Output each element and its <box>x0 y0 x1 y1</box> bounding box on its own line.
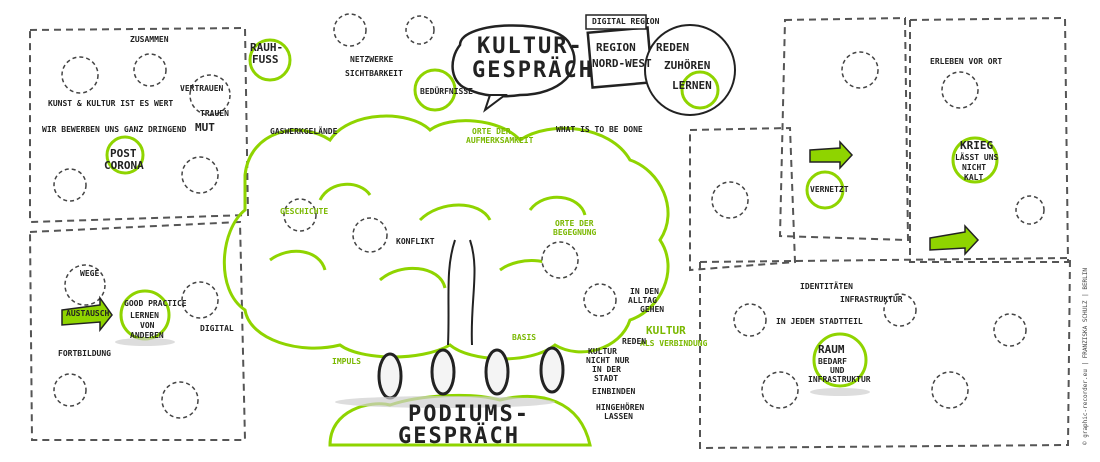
vertrauen-label: VERTRAUEN <box>180 84 224 93</box>
basis-label: BASIS <box>512 333 537 342</box>
kultur-stadt-line-2: NICHT NUR <box>586 356 630 365</box>
bewerben-label: WIR BEWERBEN UNS GANZ DRINGEND <box>42 125 187 134</box>
tree-canopy <box>222 114 670 361</box>
raum-line-1: RAUM <box>818 343 845 356</box>
stadtteil-label: IN JEDEM STADTTEIL <box>776 317 863 326</box>
good-practice-line-3: VON <box>140 321 155 330</box>
einbinden-label: EINBINDEN <box>592 387 636 396</box>
raum-line-3: UND <box>830 366 845 375</box>
kultur-stadt-line-1: KULTUR <box>588 347 617 356</box>
good-practice-line-2: LERNEN <box>130 311 159 320</box>
podium-line-2: GESPRÄCH <box>398 424 520 449</box>
mut-label: MUT <box>195 121 215 134</box>
raum-line-4: INFRASTRUKTUR <box>808 375 871 384</box>
green-arrows <box>61 140 980 333</box>
krieg-line-3: NICHT <box>962 163 987 172</box>
kunst-label: KUNST & KULTUR IST ES WERT <box>48 99 174 108</box>
doodle-circles <box>53 13 1045 419</box>
konflikt-label: KONFLIKT <box>396 237 435 246</box>
geschichte-label: GESCHICHTE <box>280 207 329 216</box>
region-sign <box>585 14 654 89</box>
lernen-label: LERNEN <box>672 79 712 92</box>
title-line-2: GESPRÄCH <box>472 58 594 83</box>
erleben-label: ERLEBEN VOR ORT <box>930 57 1003 66</box>
in-den-alltag-line-3: GEHEN <box>640 305 665 314</box>
beduerfnisse-label: BEDÜRFNISSE <box>420 87 473 96</box>
frame-top-right-a <box>778 16 910 242</box>
frame-mid-right-a <box>689 126 797 272</box>
hingehoeren-line-1: HINGEHÖREN <box>596 403 645 412</box>
impuls-label: IMPULS <box>332 357 361 366</box>
zusammen-label: ZUSAMMEN <box>130 35 169 44</box>
rauhfuss-line-1: RAUH- <box>250 41 284 54</box>
gaswerk-label: GASWERKGELÄNDE <box>270 127 338 136</box>
shadows <box>115 338 870 408</box>
good-practice-line-4: ANDEREN <box>130 331 164 340</box>
fortbildung-label: FORTBILDUNG <box>58 349 111 358</box>
identitaeten-label: IDENTITÄTEN <box>800 282 853 291</box>
post-label: POST <box>110 147 137 160</box>
vernetzt-label: VERNETZT <box>810 185 849 194</box>
panel-frames <box>28 16 1072 450</box>
podium-stage <box>328 393 592 447</box>
orte-begegnung-line-2: BEGEGNUNG <box>553 228 597 237</box>
digital-region-label: DIGITAL REGION <box>592 17 660 26</box>
good-practice-line-1: GOOD PRACTICE <box>124 299 187 308</box>
tree-trunk <box>447 239 476 346</box>
hingehoeren-line-2: LASSEN <box>604 412 633 421</box>
reden-label: REDEN <box>656 41 690 54</box>
sichtbarkeit-label: SICHTBARKEIT <box>345 69 403 78</box>
kultur-stadt-line-3: IN DER <box>592 365 621 374</box>
what-is-to-be-done: WHAT IS TO BE DONE <box>556 125 643 134</box>
orte-aufmerksamkeit-line-2: AUFMERKSAMKEIT <box>466 136 534 145</box>
zuhoeren-label: ZUHÖREN <box>664 59 711 72</box>
raum-line-2: BEDARF <box>818 357 847 366</box>
austausch-label: AUSTAUSCH <box>66 309 110 318</box>
region-line-1: REGION <box>596 41 636 54</box>
podium-line-1: PODIUMS- <box>408 402 530 427</box>
frame-top-left <box>29 26 250 224</box>
region-line-2: NORD-WEST <box>592 57 652 70</box>
rauhfuss-line-2: FUSS <box>252 53 279 66</box>
speaker-ovals <box>377 346 565 400</box>
krieg-line-1: KRIEG <box>960 139 994 152</box>
frame-bottom-left <box>28 220 247 441</box>
netzwerke-label: NETZWERKE <box>350 55 394 64</box>
kultur-verbindung-line-1: KULTUR <box>646 324 686 337</box>
frame-bottom-right <box>699 256 1072 450</box>
title-bubble <box>451 24 576 113</box>
krieg-line-4: KALT <box>964 173 984 182</box>
credit-line: © graphic-recorder.eu | FRANZISKA SCHULZ… <box>1082 267 1089 445</box>
kultur-verbindung-line-2: ALS VERBINDUNG <box>640 339 708 348</box>
title-line-1: KULTUR- <box>477 34 584 59</box>
trauen-label: TRAUEN <box>200 109 229 118</box>
in-den-alltag-line-2: ALLTAG <box>628 296 657 305</box>
digital-label: DIGITAL <box>200 324 234 333</box>
orte-aufmerksamkeit-line-1: ORTE DER <box>472 127 511 136</box>
wege-label: WEGE <box>80 269 100 278</box>
green-circles <box>105 38 999 388</box>
corona-label: CORONA <box>104 159 144 172</box>
in-den-alltag-line-1: IN DEN <box>630 287 659 296</box>
kultur-stadt-line-4: STADT <box>594 374 619 383</box>
reden-small-label: REDEN <box>622 337 647 346</box>
orte-begegnung-line-1: ORTE DER <box>555 219 594 228</box>
frame-top-right-b <box>909 16 1070 263</box>
krieg-line-2: LÄSST UNS <box>955 153 999 162</box>
infrastruktur-label: INFRASTRUKTUR <box>840 295 903 304</box>
